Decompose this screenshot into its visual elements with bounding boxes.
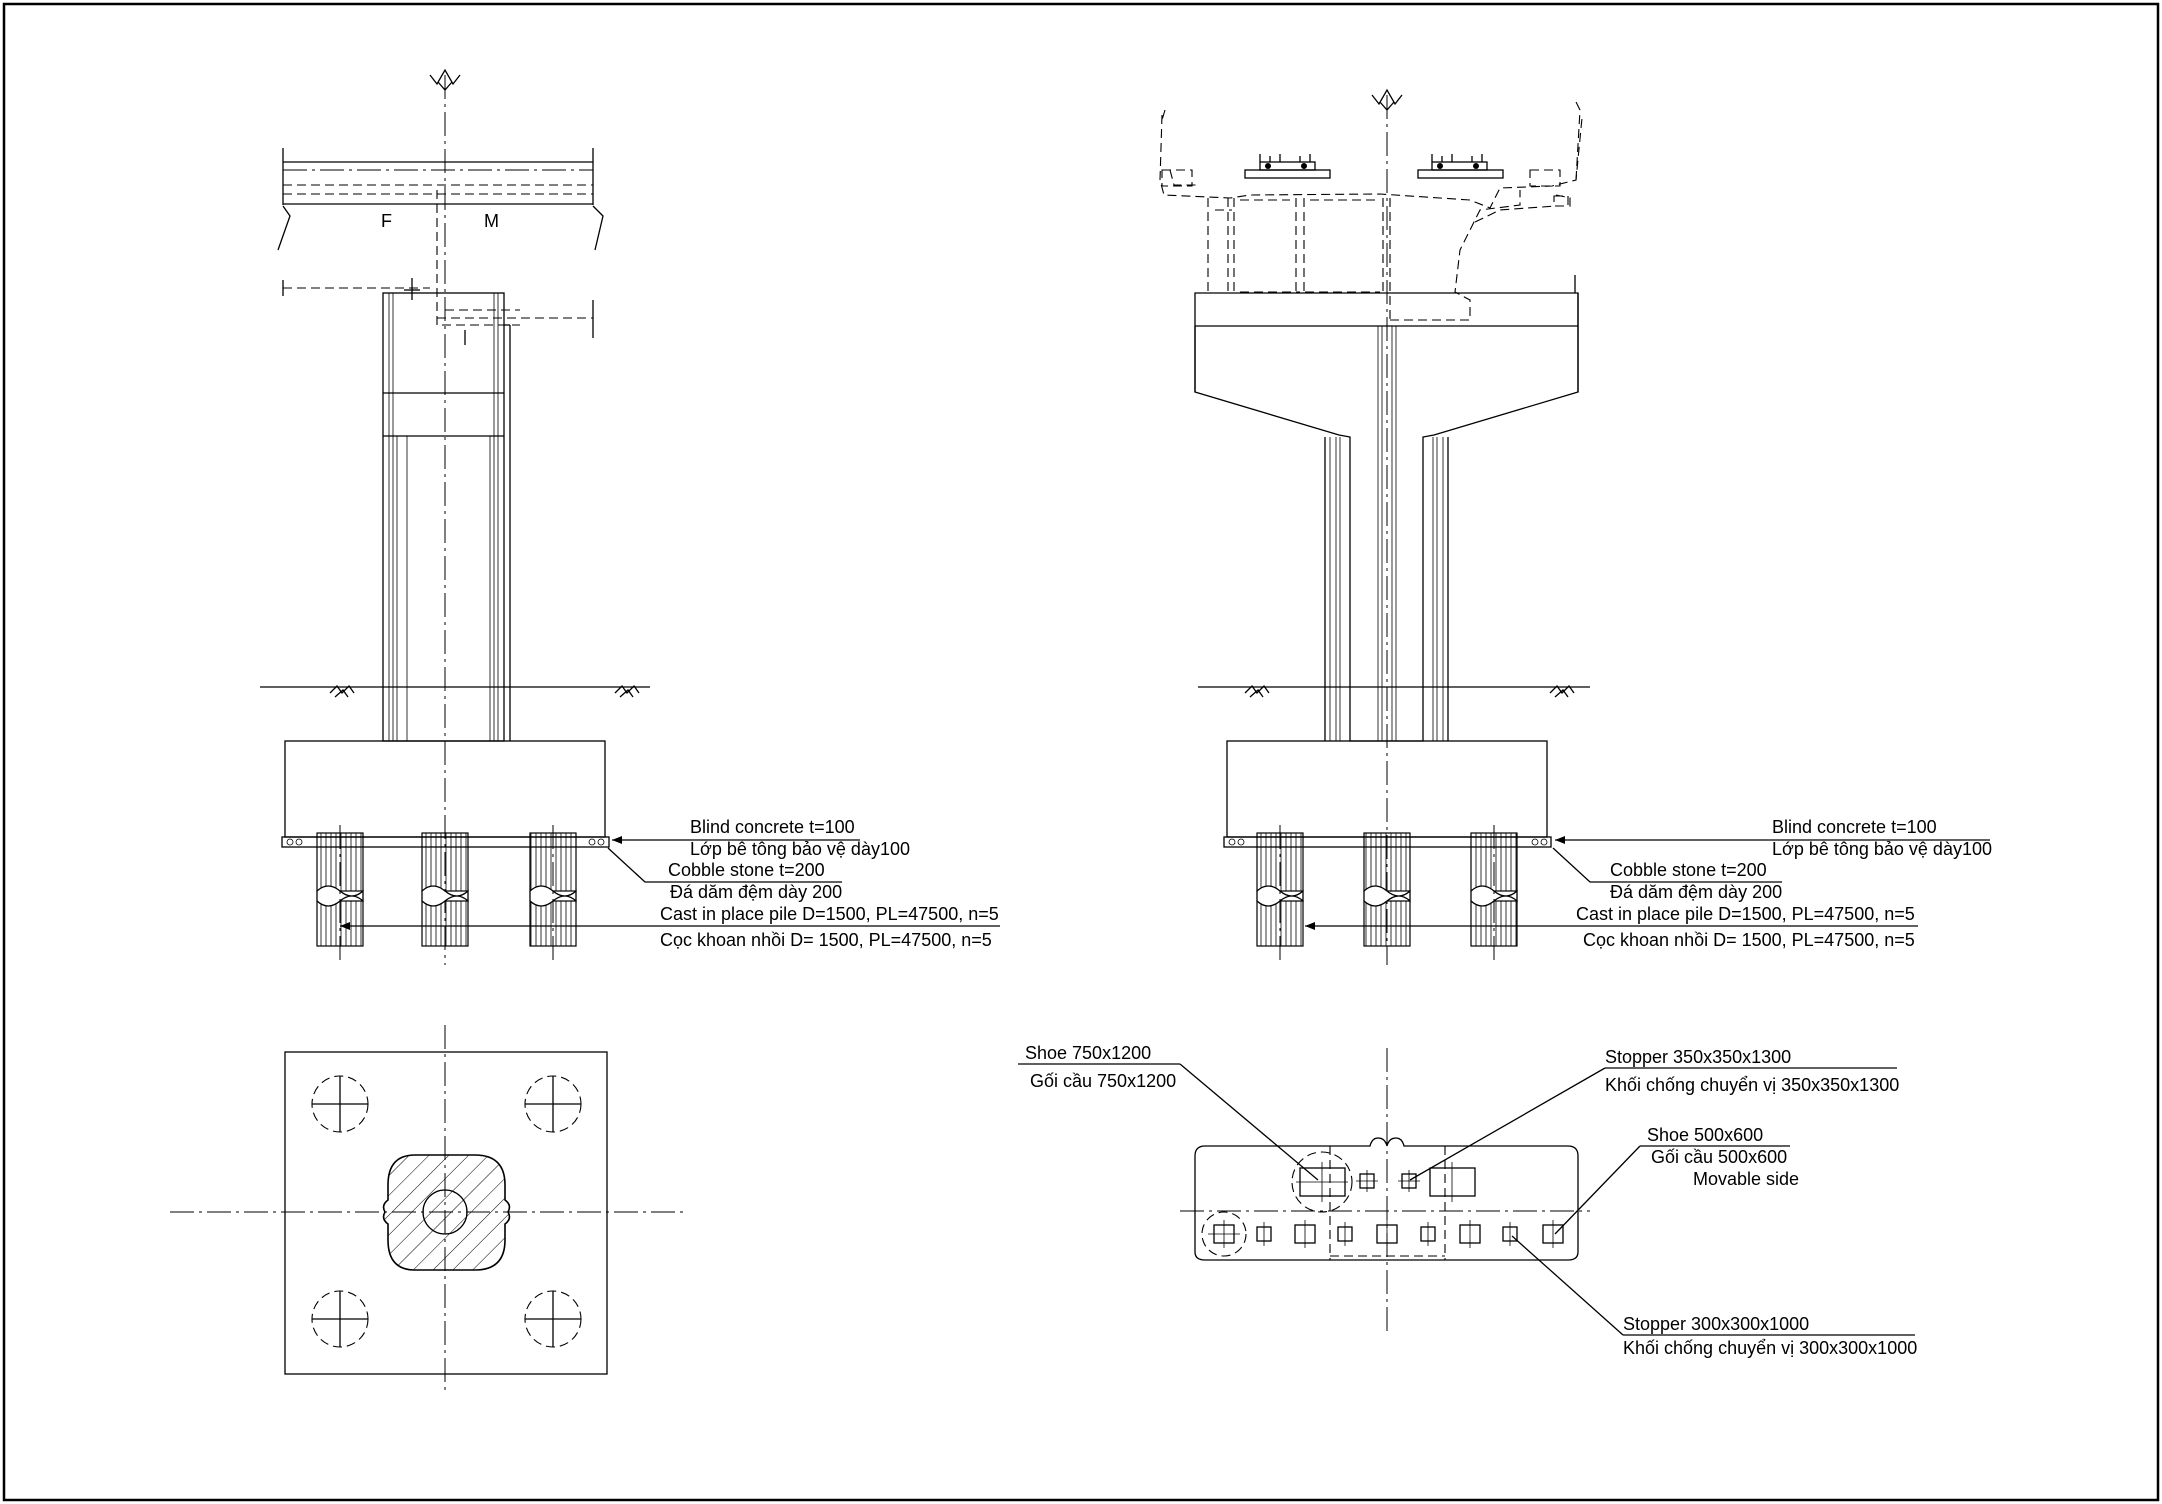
cobble-vi-right: Đá dăm đệm dày 200 [1610, 882, 1782, 902]
blind-concrete-vi-right: Lớp bê tông bảo vệ dày100 [1772, 839, 1992, 859]
pile-left-2 [421, 832, 469, 947]
track-right [1417, 154, 1504, 179]
pier-cap-plan: Shoe 750x1200 Gối cầu 750x1200 Stopper 3… [1018, 1043, 1917, 1358]
pier-longitudinal-elevation: F M [260, 68, 1000, 965]
cobble-vi-left: Đá dăm đệm dày 200 [670, 882, 842, 902]
blind-concrete-en-right: Blind concrete t=100 [1772, 817, 1937, 837]
stopper-small-en: Stopper 300x300x1000 [1623, 1314, 1809, 1334]
stopper-large-en: Stopper 350x350x1300 [1605, 1047, 1791, 1067]
blind-concrete-en-left: Blind concrete t=100 [690, 817, 855, 837]
movable-label: M [484, 211, 499, 231]
shoe-large-en: Shoe 750x1200 [1025, 1043, 1151, 1063]
stopper-small-vi: Khối chống chuyển vị 300x300x1000 [1623, 1338, 1917, 1358]
pile-cap-plan [170, 1025, 685, 1390]
movable-side-label: Movable side [1693, 1169, 1799, 1189]
pile-vi-left: Cọc khoan nhồi D= 1500, PL=47500, n=5 [660, 930, 992, 950]
pier-section-hatched [382, 1154, 511, 1271]
shoe-small-vi: Gối cầu 500x600 [1651, 1147, 1787, 1167]
pile-right-2 [1363, 832, 1411, 947]
track-left [1244, 154, 1331, 179]
blind-concrete-vi-left: Lớp bê tông bảo vệ dày100 [690, 839, 910, 859]
cobble-en-right: Cobble stone t=200 [1610, 860, 1767, 880]
shoe-small-en: Shoe 500x600 [1647, 1125, 1763, 1145]
pile-en-left: Cast in place pile D=1500, PL=47500, n=5 [660, 904, 999, 924]
fixed-label: F [381, 211, 392, 231]
pier-transverse-elevation: Blind concrete t=100 Lớp bê tông bảo vệ … [1159, 88, 1992, 965]
cobble-en-left: Cobble stone t=200 [668, 860, 825, 880]
pile-en-right: Cast in place pile D=1500, PL=47500, n=5 [1576, 904, 1915, 924]
shoe-large-vi: Gối cầu 750x1200 [1030, 1071, 1176, 1091]
stopper-large-vi: Khối chống chuyển vị 350x350x1300 [1605, 1075, 1899, 1095]
pile-vi-right: Cọc khoan nhồi D= 1500, PL=47500, n=5 [1583, 930, 1915, 950]
